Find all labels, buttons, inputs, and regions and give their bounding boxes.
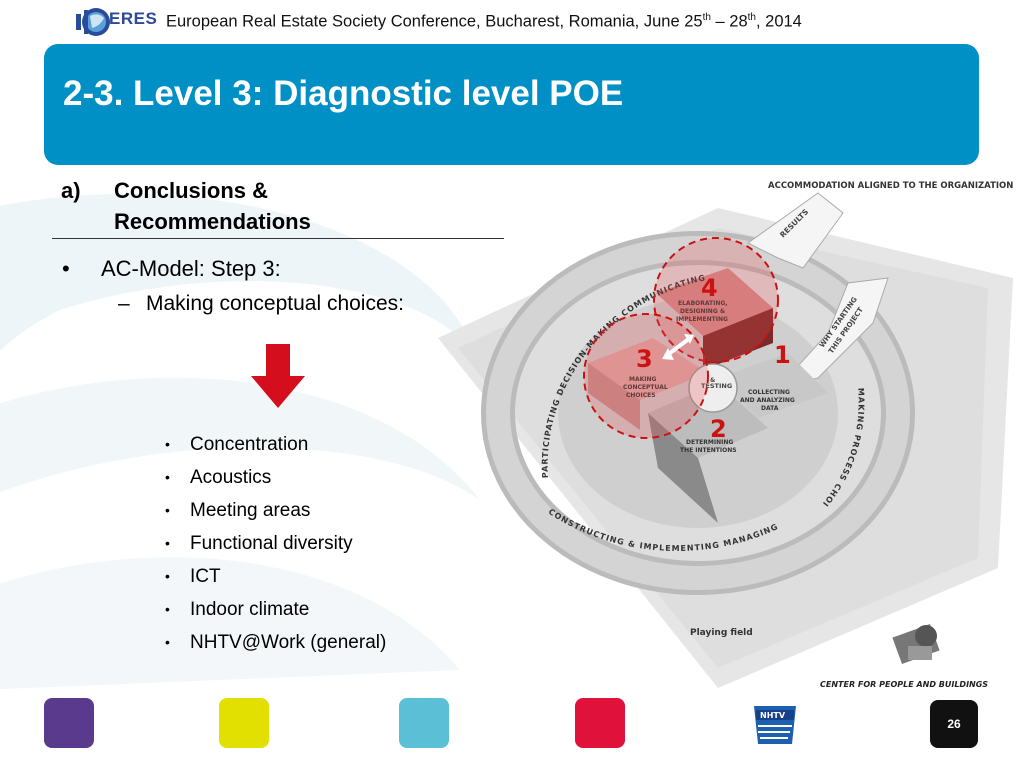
square-making-choices (588, 338, 708, 400)
step-number-2: 2 (710, 415, 727, 443)
title-bar: 2-3. Level 3: Diagnostic level POE (44, 44, 979, 165)
down-arrow-icon (251, 344, 305, 408)
label-elaborating: ELABORATING, DESIGNING & IMPLEMENTING (676, 300, 730, 323)
list-bullet: • (165, 634, 170, 650)
eres-logo (76, 8, 110, 36)
superscript-th-2: th (747, 12, 756, 23)
cpb-label: CENTER FOR PEOPLE AND BUILDINGS (820, 680, 988, 689)
diagram-top-label: ACCOMMODATION ALIGNED TO THE ORGANIZATIO… (768, 181, 1013, 191)
logo-text: ERES (109, 9, 158, 28)
square-determining-side (648, 413, 718, 523)
footer (0, 695, 1024, 755)
list-item-text: NHTV@Work (general) (190, 632, 387, 653)
highlight-circle-4 (653, 237, 779, 363)
double-arrow-icon (662, 334, 694, 360)
bullet-marker: • (62, 256, 70, 281)
conference-year: , 2014 (755, 12, 802, 31)
list-item-text: Acoustics (190, 467, 272, 488)
section-letter: a) (61, 178, 81, 203)
ac-model-diagram: ACCOMMODATION ALIGNED TO THE ORGANIZATIO… (418, 168, 1013, 689)
header: ERES European Real Estate Society Confer… (0, 0, 1024, 44)
step-number-3: 3 (636, 345, 653, 373)
sub-bullet-text: Making conceptual choices: (146, 292, 404, 315)
outer-ring-inner (486, 236, 910, 590)
square-elaborating-side (703, 308, 773, 370)
nhtv-label: NHTV (760, 711, 786, 720)
conference-text: European Real Estate Society Conference,… (166, 12, 703, 31)
list-item-text: Meeting areas (190, 500, 311, 521)
list-item-text: Concentration (190, 434, 309, 455)
footer-tile-lightblue (399, 698, 449, 748)
footer-tile-yellow (219, 698, 269, 748)
list-item-text: ICT (190, 566, 221, 587)
label-determining: DETERMINING THE INTENTIONS (680, 439, 737, 454)
background-swirl (0, 193, 480, 690)
nhtv-logo: NHTV (754, 706, 796, 744)
list-bullet: • (165, 568, 170, 584)
center-disc (688, 363, 738, 413)
label-making-choices: MAKING CONCEPTUAL CHOICES (623, 376, 670, 399)
list-bullet: • (165, 535, 170, 551)
playing-field-label: Playing field (690, 628, 753, 638)
slide-title: 2-3. Level 3: Diagnostic level POE (63, 74, 624, 113)
center-amp: & (710, 377, 715, 384)
section-divider (52, 238, 504, 239)
square-elaborating (656, 268, 773, 336)
sub-bullet-marker: – (118, 292, 130, 315)
cpb-logo-icon (892, 624, 940, 664)
step-number-1: 1 (774, 341, 791, 369)
list-bullet: • (165, 469, 170, 485)
label-collecting: COLLECTING AND ANALYZING DATA (740, 389, 797, 412)
list-bullet: • (165, 436, 170, 452)
list-bullet: • (165, 502, 170, 518)
conference-title: European Real Estate Society Conference,… (166, 12, 802, 32)
conference-dash: – 28 (710, 12, 748, 31)
center-text: TESTING (701, 382, 732, 390)
square-making-side (588, 363, 640, 430)
section-heading-text: Conclusions & Recommendations (114, 178, 311, 234)
bullet-text: AC-Model: Step 3: (101, 256, 281, 281)
results-arrow (747, 192, 844, 269)
square-determining (648, 383, 768, 458)
superscript-th-1: th (702, 12, 711, 23)
page-number: 26 (930, 700, 978, 748)
footer-tile-purple (44, 698, 94, 748)
list-bullet: • (165, 601, 170, 617)
square-collecting (718, 353, 828, 418)
footer-tile-red (575, 698, 625, 748)
step-number-4: 4 (701, 274, 718, 302)
highlight-circle-3 (583, 313, 709, 439)
list-item-text: Functional diversity (190, 533, 353, 554)
list-item-text: Indoor climate (190, 599, 310, 620)
